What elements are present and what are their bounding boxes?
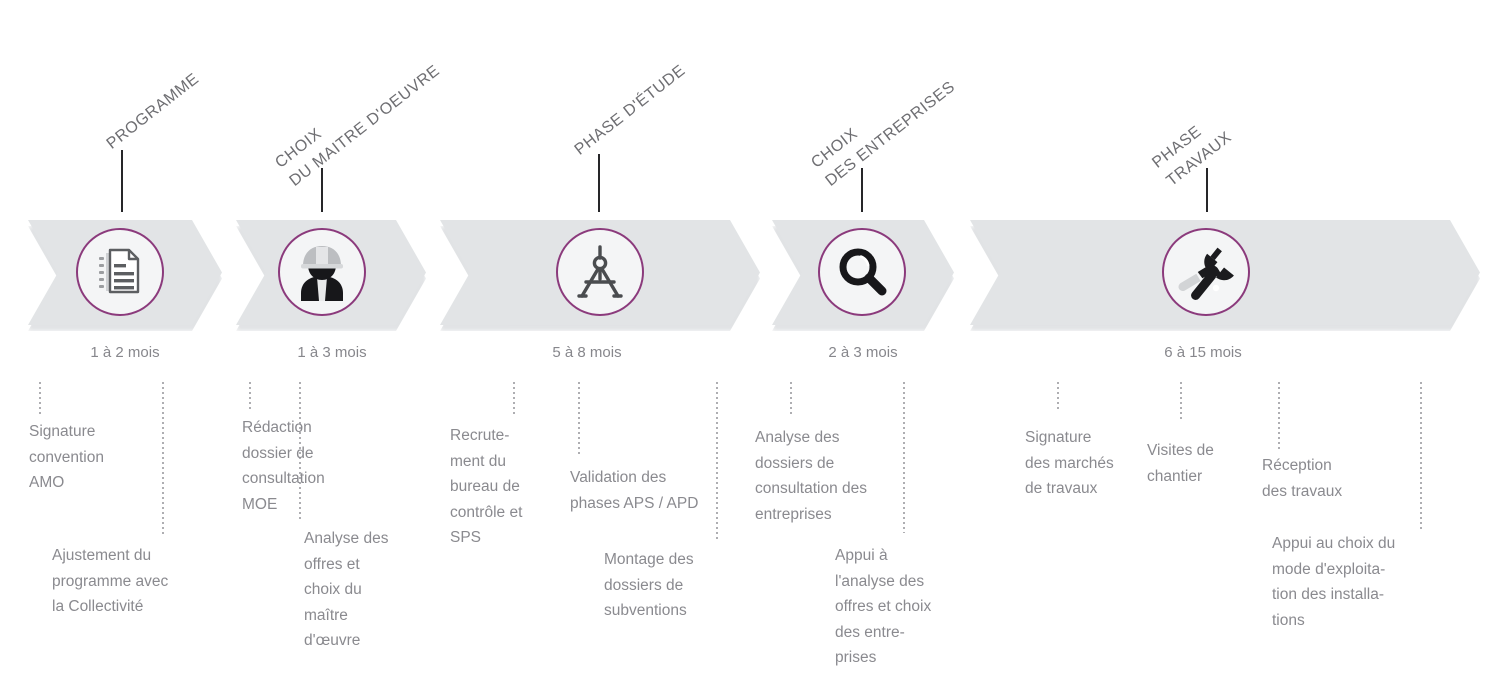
phase-icon-phase-etude[interactable]: [556, 228, 644, 316]
task-item: Réception des travaux: [1262, 457, 1343, 500]
wrench-hammer-icon: [1176, 243, 1236, 301]
connector-line: [1420, 382, 1422, 532]
stem-programme: [121, 150, 123, 212]
connector-line: [39, 382, 41, 414]
magnifier-icon: [834, 244, 890, 300]
connector-line: [513, 382, 515, 415]
task-item: Montage des dossiers de subventions: [604, 551, 694, 620]
compass-divider-icon: [571, 243, 629, 301]
duration-programme: 1 à 2 mois: [90, 344, 160, 361]
phase-icon-choix-entreprises[interactable]: [818, 228, 906, 316]
stem-phase-travaux: [1206, 168, 1208, 212]
connector-line: [1057, 382, 1059, 412]
stem-phase-etude: [598, 154, 600, 212]
task-item: Appui à l'analyse des offres et choix de…: [835, 547, 932, 667]
connector-line: [162, 382, 164, 534]
stem-choix-maitre-oeuvre: [321, 168, 323, 212]
phase-title-programme: PROGRAMME: [103, 70, 203, 153]
phase-icon-choix-maitre-oeuvre[interactable]: [278, 228, 366, 316]
duration-choix-entreprises: 2 à 3 mois: [828, 344, 898, 361]
connector-line: [1180, 382, 1182, 422]
connector-line: [903, 382, 905, 533]
task-item: Appui au choix du mode d'exploita- tion …: [1272, 535, 1396, 629]
phase-title-choix-entreprises: CHOIX DES ENTREPRISES: [808, 78, 959, 190]
task-item: Rédaction dossier de consultation MOE: [242, 419, 325, 513]
stem-choix-entreprises: [861, 168, 863, 212]
connector-line: [299, 382, 301, 519]
phase-title-phase-etude: PHASE D'ÉTUDE: [571, 61, 689, 159]
task-item: Recrute- ment du bureau de contrôle et S…: [450, 427, 523, 547]
phase-icon-programme[interactable]: [76, 228, 164, 316]
document-stack-icon: [93, 245, 147, 299]
duration-phase-etude: 5 à 8 mois: [552, 344, 622, 361]
hardhat-worker-icon: [291, 243, 353, 301]
duration-choix-maitre-oeuvre: 1 à 3 mois: [297, 344, 367, 361]
phase-title-phase-travaux: PHASE TRAVAUX: [1149, 122, 1236, 190]
connector-line: [790, 382, 792, 414]
connector-line: [578, 382, 580, 457]
task-item: Analyse des offres et choix du maître d'…: [304, 530, 389, 650]
phase-icon-phase-travaux[interactable]: [1162, 228, 1250, 316]
duration-phase-travaux: 6 à 15 mois: [1164, 344, 1242, 361]
task-item: Visites de chantier: [1147, 442, 1214, 485]
task-item: Validation des phases APS / APD: [570, 469, 699, 512]
task-item: Signature convention AMO: [29, 423, 104, 492]
task-item: Signature des marchés de travaux: [1025, 429, 1114, 498]
task-item: Ajustement du programme avec la Collecti…: [52, 547, 169, 616]
task-item: Analyse des dossiers de consultation des…: [755, 429, 868, 523]
connector-line: [249, 382, 251, 410]
connector-line: [1278, 382, 1280, 450]
connector-line: [716, 382, 718, 540]
phase-title-choix-maitre-oeuvre: CHOIX DU MAITRE D'OEUVRE: [272, 62, 444, 190]
